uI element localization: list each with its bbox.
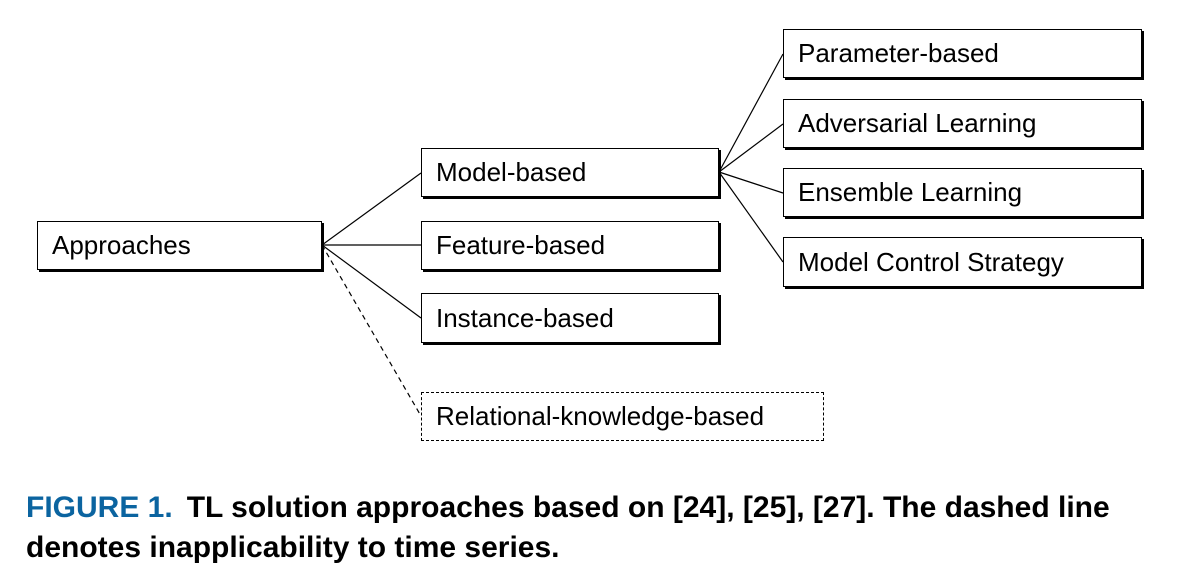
connector-lines bbox=[321, 53, 784, 417]
edge-approaches-model bbox=[321, 172, 422, 246]
node-feature-based: Feature-based bbox=[421, 221, 719, 270]
edge-approaches-relational-dashed bbox=[321, 244, 422, 417]
node-model-control-strategy: Model Control Strategy bbox=[783, 237, 1142, 287]
node-model-based: Model-based bbox=[421, 148, 719, 197]
node-ensemble-learning: Ensemble Learning bbox=[783, 168, 1142, 217]
edge-model-adversarial bbox=[718, 123, 784, 173]
node-parameter-based: Parameter-based bbox=[783, 29, 1142, 78]
figure-label: FIGURE 1. bbox=[26, 491, 173, 524]
node-instance-based: Instance-based bbox=[421, 293, 719, 343]
figure-caption: FIGURE 1.TL solution approaches based on… bbox=[26, 488, 1176, 568]
edge-approaches-instance bbox=[321, 244, 422, 319]
node-approaches: Approaches bbox=[37, 221, 322, 270]
caption-text: TL solution approaches based on [24], [2… bbox=[26, 491, 1110, 564]
edge-model-ensemble bbox=[718, 171, 784, 194]
approaches-diagram: Approaches Model-based Feature-based Ins… bbox=[37, 29, 1142, 441]
edge-model-control bbox=[718, 171, 784, 263]
node-relational-knowledge-based: Relational-knowledge-based bbox=[421, 392, 824, 441]
edge-model-parameter bbox=[718, 53, 784, 173]
node-adversarial-learning: Adversarial Learning bbox=[783, 99, 1142, 148]
